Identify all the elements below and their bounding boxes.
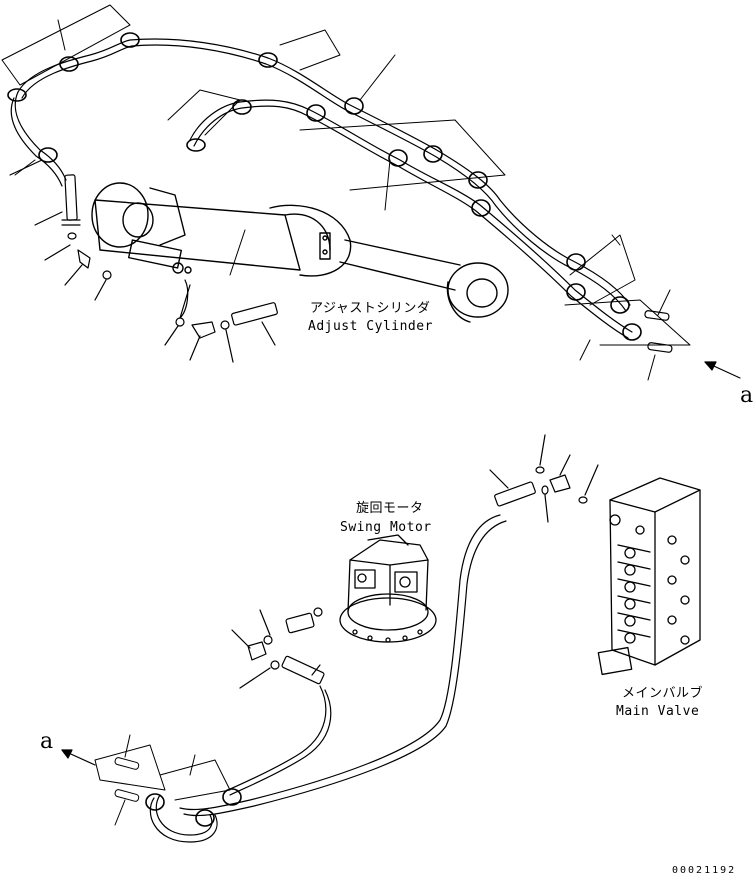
ref-a-bottom: a: [40, 729, 53, 754]
hose-clamps-lower: [145, 788, 242, 827]
callout-frames-upper: [1, 4, 691, 381]
drawing-number: 00021192: [672, 865, 736, 876]
swing-motor: [339, 534, 437, 643]
adjust-cylinder-label-en: Adjust Cylinder: [308, 319, 433, 334]
main-valve-spools: [617, 535, 690, 645]
hose-tags-right: [644, 310, 673, 353]
upper-hose-route: [10, 38, 633, 339]
fittings-main-valve: [489, 434, 599, 523]
hose-clamps-upper: [7, 32, 642, 341]
fittings-upper-center: [164, 279, 278, 363]
ref-arrow-bottom: [61, 749, 96, 766]
ref-arrow-top: [704, 361, 741, 379]
main-valve-label-en: Main Valve: [616, 704, 699, 719]
main-valve: [597, 477, 701, 676]
main-valve-label-jp: メインバルブ: [622, 685, 703, 701]
adjust-cylinder-label-jp: アジャストシリンダ: [310, 301, 430, 316]
fittings-swing-motor: [231, 607, 325, 689]
adjust-cylinder: [91, 182, 509, 323]
swing-motor-label-jp: 旋回モータ: [356, 501, 424, 516]
ref-a-top: a: [740, 383, 753, 408]
swing-motor-label-en: Swing Motor: [340, 520, 432, 535]
fittings-upper-left: [9, 159, 112, 301]
callout-frames-lower: [94, 734, 231, 826]
lower-hose-route: [149, 514, 507, 843]
